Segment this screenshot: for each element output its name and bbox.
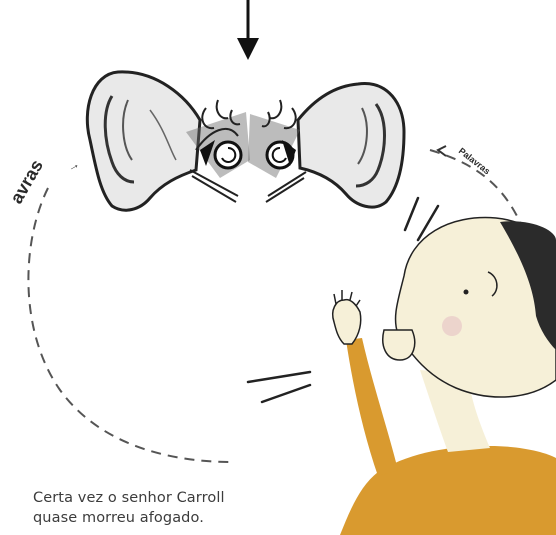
caption-line-1: Certa vez o senhor Carroll bbox=[33, 488, 225, 508]
caption: Certa vez o senhor Carroll quase morreu … bbox=[33, 488, 225, 528]
right-words-label: Palavras bbox=[457, 146, 492, 177]
boy-character bbox=[333, 218, 556, 535]
left-words-label: avras bbox=[6, 156, 47, 207]
right-ear-icon bbox=[248, 84, 404, 207]
left-dashed-arc bbox=[28, 188, 232, 462]
caption-line-2: quase morreu afogado. bbox=[33, 508, 225, 528]
arrow-mark-icon: → bbox=[65, 156, 82, 174]
arrowhead-icon bbox=[438, 146, 446, 156]
left-ear-icon bbox=[87, 72, 250, 210]
down-arrow-icon bbox=[237, 0, 259, 60]
